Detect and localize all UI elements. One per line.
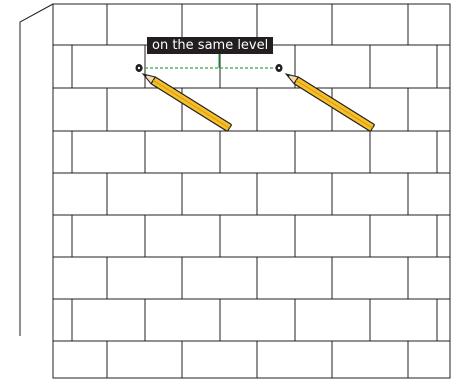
wall-outline [53,4,450,378]
left-pencil [141,71,232,132]
wall-side-edge [20,4,53,336]
right-pencil [284,71,375,132]
right-mark [276,64,283,72]
annotation-label: on the same level [147,37,273,54]
brick-wall [53,4,450,378]
left-mark [136,64,143,72]
